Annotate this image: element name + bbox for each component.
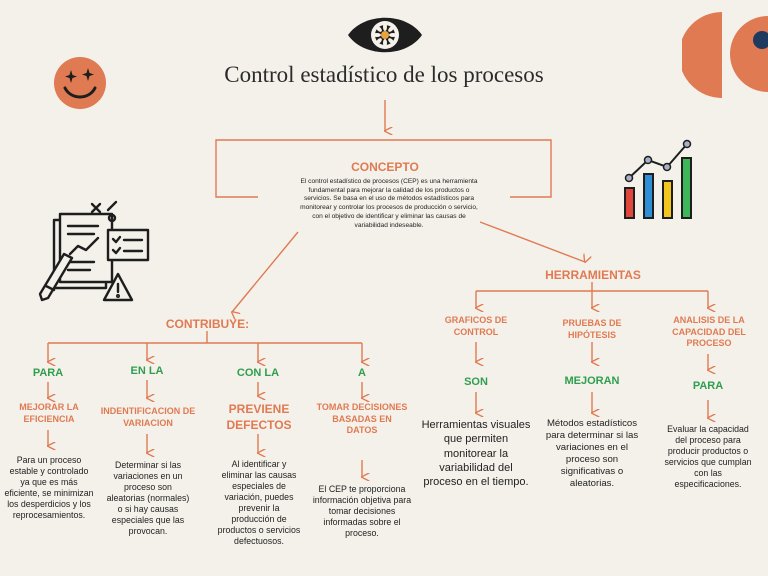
contribuye-body-decisiones: El CEP te proporciona información objeti… bbox=[312, 484, 412, 538]
herramientas-heading-capacidad: ANALISIS DE LA CAPACIDAD DEL PROCESO bbox=[672, 315, 746, 349]
contribuye-body-eficiencia: Para un proceso estable y controlado ya … bbox=[4, 455, 94, 520]
contribuye-connector-a: A bbox=[358, 367, 366, 379]
herramientas-body-graficos: Herramientas visuales que permiten monit… bbox=[421, 419, 531, 489]
contribuye-body-defectos: Al identificar y eliminar las causas esp… bbox=[217, 459, 301, 546]
contribuye-connector-en-la: EN LA bbox=[130, 365, 164, 377]
concept-body: El control estadístico de procesos (CEP)… bbox=[300, 178, 478, 229]
contribuye-heading-eficiencia: MEJORAR LA EFICIENCIA bbox=[19, 402, 79, 424]
bar-chart-icon bbox=[624, 139, 692, 219]
half-circles-decoration bbox=[682, 12, 768, 98]
herramientas-title: HERRAMIENTAS bbox=[545, 268, 641, 282]
concept-title: CONCEPTO bbox=[351, 160, 419, 174]
contribuye-connector-con-la: CON LA bbox=[236, 367, 280, 379]
contribuye-heading-defectos: PREVIENE DEFECTOS bbox=[226, 402, 292, 433]
herramientas-heading-graficos: GRAFICOS DE CONTROL bbox=[444, 315, 508, 337]
herramientas-connector-son: SON bbox=[464, 376, 488, 388]
contribuye-heading-decisiones: TOMAR DECISIONES BASADAS EN DATOS bbox=[316, 402, 408, 436]
herramientas-connector-mejoran: MEJORAN bbox=[564, 375, 620, 387]
contribuye-body-variacion: Determinar si las variaciones en un proc… bbox=[106, 460, 190, 536]
checklist-strategy-icon bbox=[38, 200, 150, 302]
smiley-sticker-icon bbox=[54, 57, 106, 109]
contribuye-heading-variacion: INDENTIFICACION DE VARIACION bbox=[100, 406, 196, 428]
herramientas-body-capacidad: Evaluar la capacidad del proceso para pr… bbox=[664, 424, 752, 489]
herramientas-connector-para: PARA bbox=[692, 380, 724, 392]
eye-icon bbox=[348, 17, 422, 53]
page-title: Control estadístico de los procesos bbox=[224, 62, 544, 87]
herramientas-body-hipotesis: Métodos estadísticos para determinar si … bbox=[545, 418, 639, 489]
contribuye-title: CONTRIBUYE: bbox=[165, 317, 250, 331]
herramientas-heading-hipotesis: PRUEBAS DE HIPÓTESIS bbox=[562, 318, 622, 340]
contribuye-connector-para: PARA bbox=[32, 367, 64, 379]
